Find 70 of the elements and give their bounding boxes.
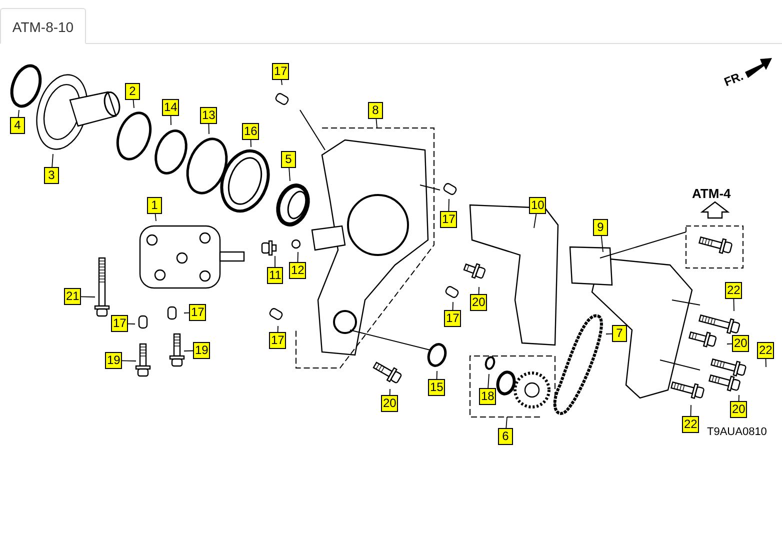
leader-line <box>506 416 508 428</box>
callout-number: 19 <box>105 352 122 369</box>
leader-line <box>606 333 612 334</box>
leader-line <box>389 388 390 396</box>
leader-line <box>726 343 732 344</box>
callout-number: 18 <box>479 388 496 405</box>
leader-line <box>80 296 96 298</box>
callout-number: 20 <box>730 401 748 418</box>
tab: ATM-8-10 <box>0 8 86 44</box>
leader-line <box>18 110 20 118</box>
callout-number: 17 <box>189 304 206 321</box>
callout-number: 14 <box>162 99 180 116</box>
callout-number: 22 <box>757 342 774 359</box>
callout-number: 16 <box>242 123 260 140</box>
callout-number: 3 <box>44 167 59 184</box>
leader-line <box>600 236 604 252</box>
leader-line <box>277 326 278 332</box>
leader-line <box>208 124 210 134</box>
callout-number: 17 <box>444 310 462 327</box>
leader-line <box>128 323 136 324</box>
leader-line <box>154 214 156 222</box>
callout-number: 22 <box>682 416 700 433</box>
leader-line <box>448 198 450 212</box>
leader-line <box>376 118 378 128</box>
leader-line <box>690 404 692 416</box>
leader-line <box>274 256 276 268</box>
callout-number: 2 <box>125 83 140 100</box>
callout-number: 17 <box>272 63 290 80</box>
leader-line <box>170 116 172 126</box>
diagram-code: T9AUA0810 <box>707 426 767 438</box>
reference-label: ATM-4 <box>692 186 731 201</box>
callout-number: 17 <box>269 332 286 349</box>
leader-line <box>184 312 190 314</box>
leader-line <box>534 214 537 228</box>
callout-number: 8 <box>368 102 383 119</box>
callout-number: 17 <box>440 211 458 228</box>
leader-line <box>281 80 282 86</box>
leader-line <box>297 252 298 262</box>
callout-number: 20 <box>470 294 488 311</box>
leader-line <box>733 298 734 312</box>
callout-number: 12 <box>289 262 306 279</box>
leader-line <box>132 100 134 108</box>
callout-number: 21 <box>64 288 82 305</box>
direction-label: FR. <box>722 68 746 90</box>
callout-number: 22 <box>725 282 742 299</box>
leader-line <box>452 302 454 310</box>
callout-number: 20 <box>732 335 750 352</box>
callout-number: 6 <box>498 428 513 445</box>
leader-line <box>478 286 480 294</box>
callout-number: 19 <box>193 342 210 359</box>
callout-number: 7 <box>612 325 627 342</box>
leader-line <box>122 360 136 362</box>
leader-line <box>488 374 490 388</box>
leader-line <box>288 168 290 182</box>
callout-number: 11 <box>267 267 284 284</box>
leader-line <box>436 370 438 380</box>
leader-line <box>184 350 194 352</box>
callout-number: 17 <box>111 315 128 332</box>
callout-number: 9 <box>593 219 608 236</box>
callout-number: 4 <box>10 117 25 134</box>
callout-number: 13 <box>200 107 218 124</box>
callout-number: 15 <box>428 379 446 396</box>
leader-line <box>250 140 252 148</box>
callout-number: 1 <box>147 197 162 214</box>
callout-number: 20 <box>381 395 398 412</box>
callout-number: 5 <box>281 151 296 168</box>
callout-number: 10 <box>529 197 546 214</box>
leader-line <box>52 154 54 168</box>
leader-line <box>765 358 766 368</box>
leader-line <box>738 394 740 402</box>
